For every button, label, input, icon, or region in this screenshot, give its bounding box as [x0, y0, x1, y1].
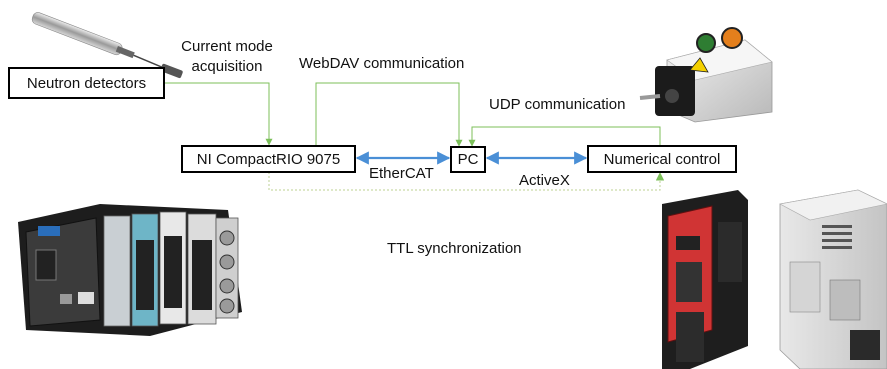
label-current-mode-line2: acquisition	[191, 58, 263, 75]
link-current-mode	[165, 82, 273, 146]
link-ttl-sync	[268, 172, 665, 191]
label-udp: UDP communication	[489, 96, 626, 113]
node-crio-label: NI CompactRIO 9075	[196, 150, 341, 168]
node-crio: NI CompactRIO 9075	[181, 145, 356, 173]
link-webdav	[315, 82, 463, 147]
crio-chassis-image	[18, 204, 242, 336]
detector-probe-image	[31, 12, 183, 79]
label-current-mode-line1: Current mode	[181, 38, 273, 55]
node-pc: PC	[450, 146, 486, 173]
node-numerical-control-label: Numerical control	[603, 150, 721, 168]
node-pc-label: PC	[457, 151, 479, 168]
label-ttl-sync: TTL synchronization	[387, 240, 522, 257]
servo-motor-image	[639, 27, 773, 123]
servo-drive-grey-image	[779, 189, 887, 369]
node-neutron-detectors-label: Neutron detectors	[26, 74, 147, 92]
servo-drive-red-image	[662, 190, 748, 369]
node-neutron-detectors: Neutron detectors	[8, 67, 165, 99]
label-activex: ActiveX	[519, 172, 570, 189]
link-udp	[468, 126, 661, 147]
node-numerical-control: Numerical control	[587, 145, 737, 173]
label-webdav: WebDAV communication	[299, 55, 465, 72]
label-ethercat: EtherCAT	[369, 165, 434, 182]
label-current-mode: Current mode acquisition	[172, 38, 282, 75]
